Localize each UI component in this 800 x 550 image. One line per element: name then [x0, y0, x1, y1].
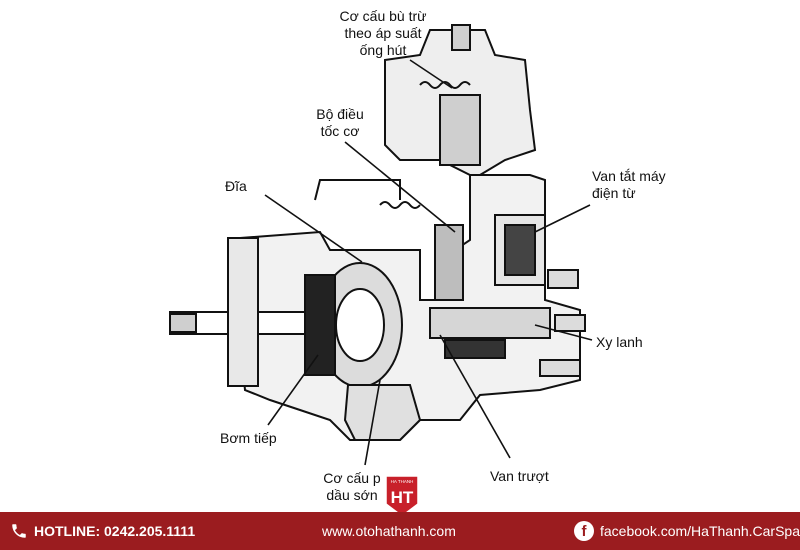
facebook-icon: f — [574, 521, 594, 541]
label-line: ống hút — [359, 42, 407, 58]
leader-feed-pump — [267, 354, 319, 426]
label-line: Bộ điều — [316, 106, 364, 122]
label-mechanical-governor: Bộ điều tốc cơ — [300, 106, 380, 140]
injection-pump-diagram — [169, 24, 593, 466]
phone-icon — [12, 524, 26, 538]
label-line: Van tắt máy — [592, 168, 666, 184]
label-advance-mechanism: Cơ cấu p dầu sớn — [312, 470, 392, 504]
label-solenoid-valve: Van tắt máy điện từ — [592, 168, 666, 202]
label-line: theo áp suất — [344, 25, 422, 41]
facebook-link[interactable]: f facebook.com/HaThanh.CarSpa — [574, 512, 800, 550]
label-slide-valve: Van trượt — [490, 468, 549, 484]
leader-governor — [344, 141, 456, 233]
label-line: Cơ cấu p — [323, 470, 381, 486]
leader-cylinder — [534, 324, 593, 341]
label-line: Cơ cấu bù trừ — [339, 8, 427, 24]
hotline-text: HOTLINE: 0242.205.1111 — [34, 523, 196, 539]
leader-top-compensator — [409, 59, 453, 89]
leader-solenoid — [534, 204, 591, 233]
ha-thanh-logo: HA THANH HT — [385, 475, 419, 517]
label-line: dầu sớn — [326, 487, 378, 503]
website-link[interactable]: www.otohathanh.com — [322, 523, 456, 539]
label-disc: Đĩa — [225, 178, 247, 194]
svg-text:HA THANH: HA THANH — [391, 479, 414, 484]
label-line: điện từ — [592, 185, 636, 201]
leader-slide-valve — [439, 334, 511, 459]
label-intake-pressure-compensator: Cơ cấu bù trừ theo áp suất ống hút — [318, 8, 448, 59]
hotline[interactable]: HOTLINE: 0242.205.1111 — [10, 512, 195, 550]
label-cylinder: Xy lanh — [596, 334, 643, 350]
footer-bar: HOTLINE: 0242.205.1111 www.otohathanh.co… — [0, 512, 800, 550]
svg-text:HT: HT — [391, 488, 414, 507]
leader-advance — [364, 379, 381, 466]
leader-disc — [264, 194, 363, 263]
label-feed-pump: Bơm tiếp — [220, 430, 277, 446]
facebook-text: facebook.com/HaThanh.CarSpa — [600, 523, 800, 539]
label-line: tốc cơ — [320, 123, 360, 139]
